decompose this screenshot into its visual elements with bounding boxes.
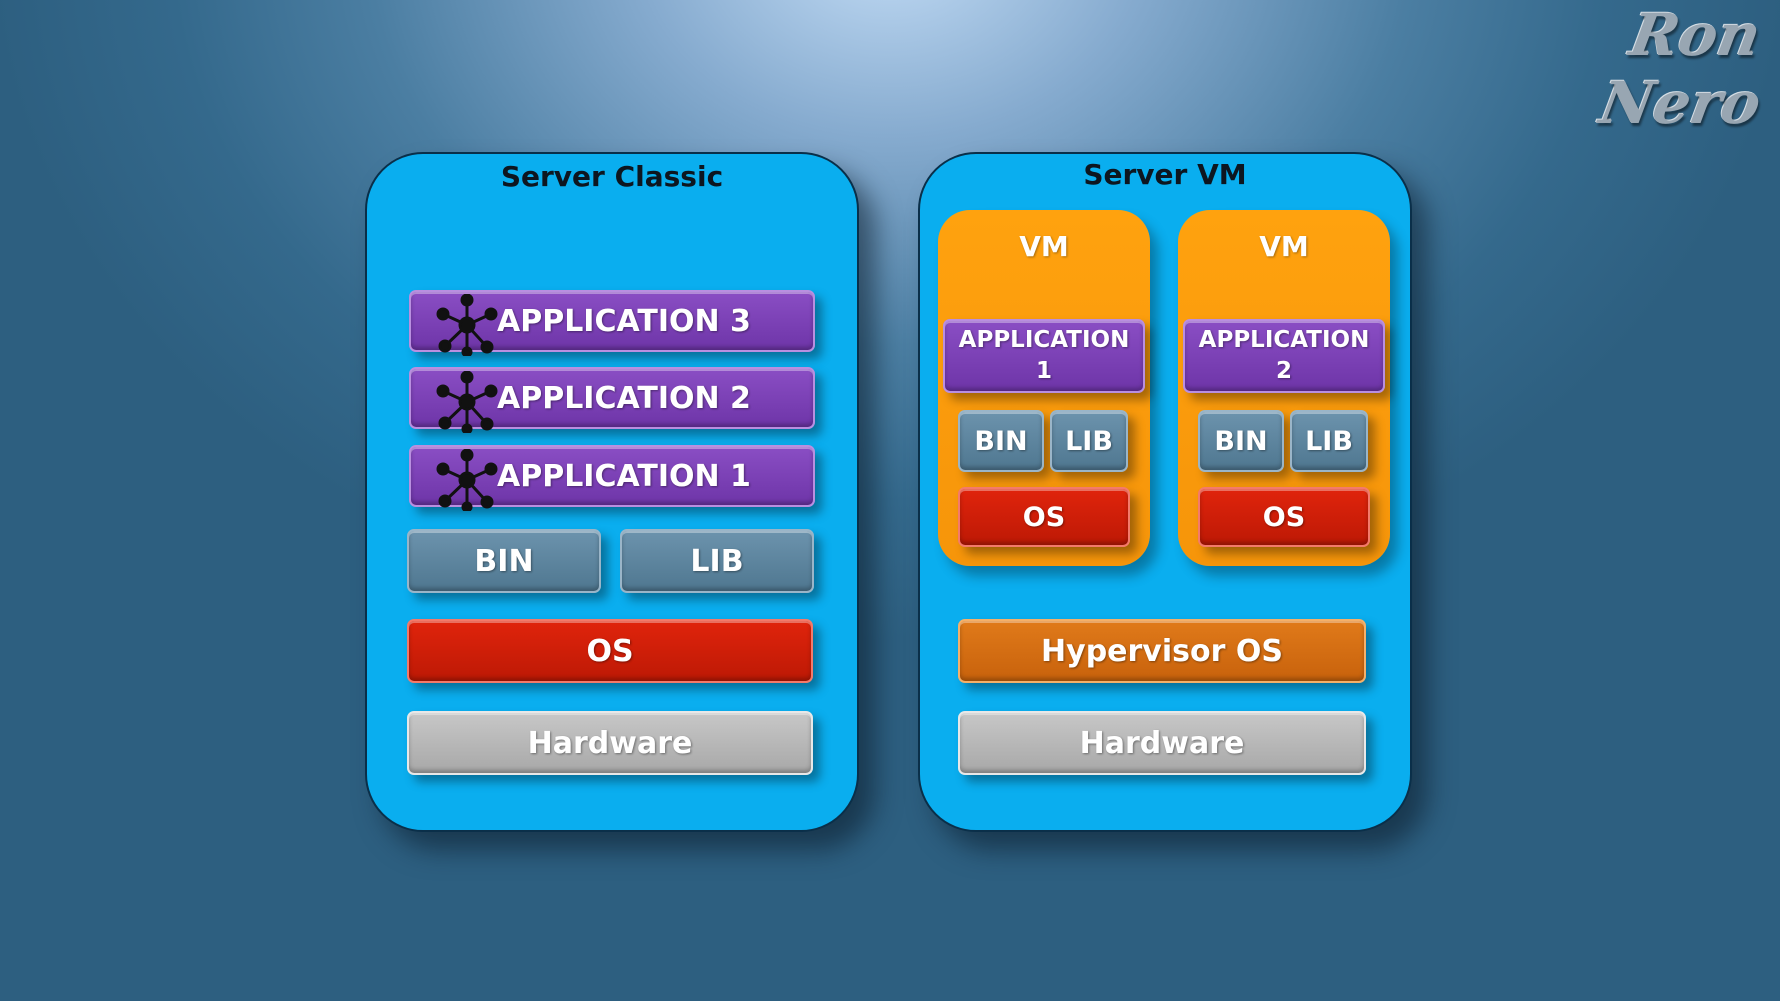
vm-1-application-block: APPLICATION 1 xyxy=(943,319,1145,393)
vm-hardware-block: Hardware xyxy=(958,711,1366,775)
server-classic-title: Server Classic xyxy=(500,160,724,193)
vm-1-lib-block: LIB xyxy=(1050,410,1128,472)
application-1-block: APPLICATION 1 xyxy=(409,445,815,511)
lib-block: LIB xyxy=(620,529,814,593)
network-star-icon xyxy=(436,371,498,433)
vm-1-os-block: OS xyxy=(958,487,1130,547)
application-3-block: APPLICATION 3 xyxy=(409,290,815,356)
vm-1-application-label: APPLICATION xyxy=(958,327,1130,353)
application-1-label: APPLICATION 1 xyxy=(497,458,751,494)
vm-1-container: VM APPLICATION 1 BIN LIB OS xyxy=(938,210,1150,566)
logo-line-1: Ron xyxy=(1624,1,1766,69)
network-star-icon xyxy=(436,294,498,356)
vm-2-application-number: 2 xyxy=(1275,358,1292,384)
vm-2-os-block: OS xyxy=(1198,487,1370,547)
vm-2-container: VM APPLICATION 2 BIN LIB OS xyxy=(1178,210,1390,566)
server-vm-panel: Server VM VM APPLICATION 1 BIN LIB OS VM… xyxy=(918,152,1412,832)
vm-1-title: VM xyxy=(1019,230,1069,263)
logo-line-2: Nero xyxy=(1594,69,1767,137)
application-3-label: APPLICATION 3 xyxy=(497,303,751,339)
vm-2-title: VM xyxy=(1259,230,1309,263)
network-star-icon xyxy=(436,449,498,511)
application-2-label: APPLICATION 2 xyxy=(497,380,751,416)
vm-1-application-number: 1 xyxy=(1035,358,1052,384)
vm-2-application-block: APPLICATION 2 xyxy=(1183,319,1385,393)
server-classic-panel: Server Classic APPLICATION 3 APPLICATION… xyxy=(365,152,859,832)
vm-1-bin-block: BIN xyxy=(958,410,1044,472)
server-vm-title: Server VM xyxy=(1083,158,1247,191)
ron-nero-logo: Ron Nero xyxy=(1588,1,1773,144)
os-block: OS xyxy=(407,619,813,683)
hardware-block: Hardware xyxy=(407,711,813,775)
bin-block: BIN xyxy=(407,529,601,593)
vm-2-bin-block: BIN xyxy=(1198,410,1284,472)
vm-2-application-label: APPLICATION xyxy=(1198,327,1370,353)
application-2-block: APPLICATION 2 xyxy=(409,367,815,433)
vm-2-lib-block: LIB xyxy=(1290,410,1368,472)
hypervisor-os-block: Hypervisor OS xyxy=(958,619,1366,683)
